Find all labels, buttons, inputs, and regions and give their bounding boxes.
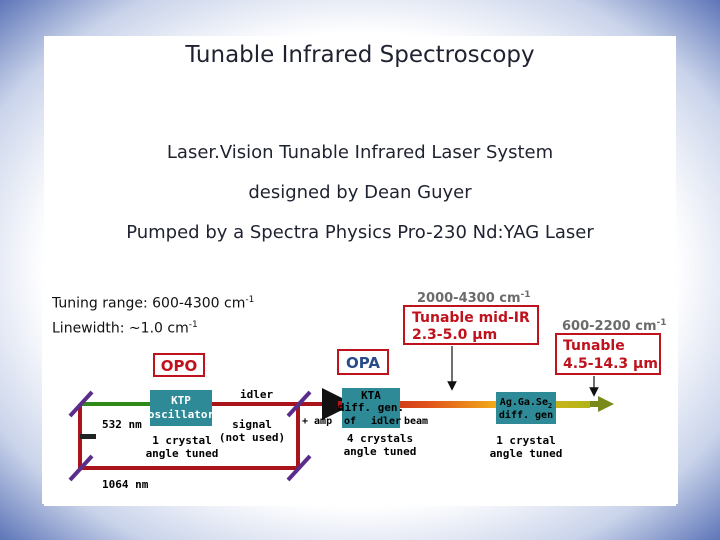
- mid-ir-title: Tunable mid-IR: [412, 310, 530, 326]
- range-right: 600-2200 cm-1: [562, 318, 667, 334]
- amp-of: of: [344, 416, 356, 427]
- wl-532: 532 nm: [102, 418, 142, 431]
- agg-line1: Ag.Ga.Se2: [500, 397, 552, 410]
- pump-laser: Pumped by a Spectra Physics Pro-230 Nd:Y…: [126, 222, 594, 243]
- agg-line2: diff. gen: [499, 409, 553, 421]
- opa-crystal-line2: angle tuned: [344, 445, 417, 458]
- idler-label-2: idler: [371, 415, 401, 427]
- system-name: Laser.Vision Tunable Infrared Laser Syst…: [166, 142, 554, 163]
- signal-line2: (not used): [219, 431, 285, 444]
- opo-crystal-line1: 1 crystal: [152, 434, 212, 447]
- aggase2-box: [496, 392, 556, 424]
- tunable-range: 4.5-14.3 µm: [563, 356, 658, 372]
- tuning-range-text: Tuning range: 600-4300 cm: [52, 295, 246, 312]
- laser-system-diagram: KTP oscillator KTA diff. gen. Ag.Ga.Se2 …: [42, 286, 678, 504]
- beam-final-arrowhead: [598, 396, 614, 412]
- kta-line2: diff. gen.: [338, 401, 404, 414]
- slide-title: Tunable Infrared Spectroscopy: [185, 42, 535, 68]
- mirror-1: [68, 390, 94, 418]
- range-top: 2000-4300 cm-1: [417, 290, 531, 306]
- linewidth-text: Linewidth: ~1.0 cm: [52, 320, 189, 337]
- mid-ir-range: 2.3-5.0 µm: [412, 327, 497, 343]
- tuning-range: Tuning range: 600-4300 cm-1: [52, 295, 254, 312]
- ktp-line2: oscillator: [148, 408, 215, 421]
- tunable-title: Tunable: [563, 338, 625, 354]
- beam-splitter: [80, 434, 96, 439]
- ktp-line1: KTP: [171, 394, 191, 407]
- tunable-box: [555, 333, 661, 375]
- opo-label: OPO: [161, 357, 198, 375]
- mirror-4: [286, 390, 312, 418]
- beam-label: beam: [404, 416, 428, 427]
- mirror-2: [68, 454, 94, 482]
- opo-crystal-line2: angle tuned: [146, 447, 219, 460]
- mid-ir-box: [403, 305, 539, 345]
- idler-label: idler: [240, 388, 273, 401]
- kta-box: [342, 388, 400, 428]
- opa-label-box: [337, 349, 389, 375]
- linewidth: Linewidth: ~1.0 cm-1: [52, 320, 198, 337]
- opo-label-box: [153, 353, 205, 377]
- amp-label: + amp: [302, 416, 332, 427]
- agg-crystal-line1: 1 crystal: [496, 434, 556, 447]
- signal-line1: signal: [232, 418, 272, 431]
- opa-label: OPA: [346, 354, 380, 372]
- ktp-box: [150, 390, 212, 426]
- tuning-range-exp: -1: [245, 295, 255, 305]
- opa-crystal-line1: 4 crystals: [347, 432, 413, 445]
- wl-1064: 1064 nm: [102, 478, 149, 491]
- linewidth-exp: -1: [188, 320, 198, 330]
- designer-credit: designed by Dean Guyer: [248, 182, 472, 203]
- mirror-3: [286, 454, 312, 482]
- kta-line1: KTA: [361, 389, 381, 402]
- beam-opa-output: [338, 401, 590, 408]
- agg-crystal-line2: angle tuned: [490, 447, 563, 460]
